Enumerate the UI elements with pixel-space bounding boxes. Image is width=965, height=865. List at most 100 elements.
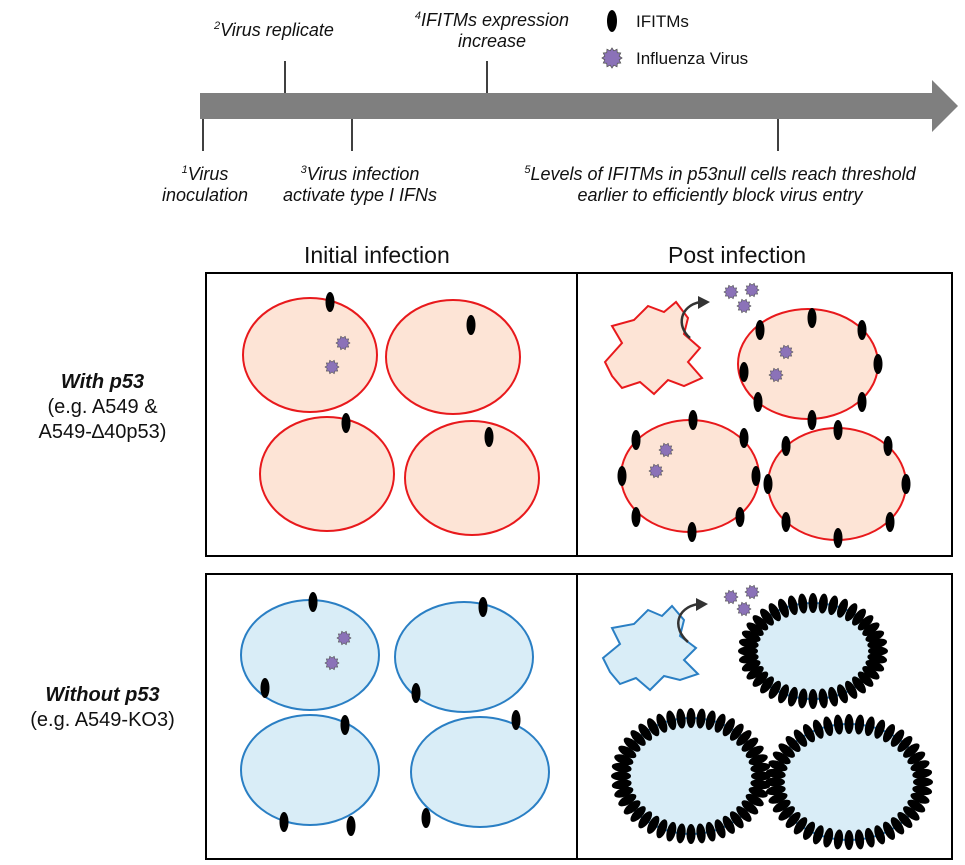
with-p53-heading: With p53 <box>60 371 145 393</box>
ifitm-marker <box>864 827 875 848</box>
ifitm-marker <box>852 676 866 694</box>
ifitm-marker <box>755 320 765 340</box>
step-2-label: 2Virus replicate <box>214 20 334 40</box>
ifitm-marker <box>772 799 791 813</box>
ifitm-marker <box>882 724 896 743</box>
cell-without-initial-3 <box>240 714 380 826</box>
row-title-with-p53: With p53 (e.g. A549 & A549-∆40p53) <box>0 370 205 445</box>
ifitm-marker <box>890 729 905 747</box>
ifitm-marker <box>857 320 867 340</box>
ifitm-marker <box>874 719 886 739</box>
ifitm-marker <box>837 684 848 704</box>
step-5-label: 5Levels of IFITMs in p53null cells reach… <box>524 164 916 205</box>
ifitm-marker <box>729 811 744 829</box>
virus-particle <box>736 298 752 314</box>
step-3-label: 3Virus infection activate type I IFNs <box>282 164 438 205</box>
virus-particle <box>744 584 760 600</box>
ifitm-marker <box>686 824 696 844</box>
virus-particle <box>335 335 351 351</box>
cell-without-initial-4 <box>410 716 550 828</box>
ifitm-marker <box>686 708 696 728</box>
ifitm-marker <box>897 735 913 753</box>
panel-with-p53 <box>205 272 953 557</box>
ifitm-marker <box>260 678 270 698</box>
ifitm-marker <box>346 816 356 836</box>
virus-particle <box>744 282 760 298</box>
ifitm-marker <box>873 354 883 374</box>
legend-virus-icon <box>601 47 623 69</box>
ifitm-marker <box>897 811 913 829</box>
virus-particle <box>736 601 752 617</box>
ifitm-marker <box>844 714 854 734</box>
ifitm-marker <box>807 308 817 328</box>
virus-particle <box>658 442 674 458</box>
ifitm-marker <box>325 292 335 312</box>
ifitm-marker <box>903 806 920 821</box>
virus-particle <box>324 655 340 671</box>
legend-ifitm-icon <box>607 10 617 32</box>
ifitm-marker <box>466 315 476 335</box>
ifitm-marker <box>751 771 771 781</box>
virus-particle <box>768 367 784 383</box>
ifitm-marker <box>793 729 808 747</box>
dying-cell-without <box>601 604 700 692</box>
cell-without-initial-2 <box>394 601 534 713</box>
ifitm-marker <box>688 410 698 430</box>
ifitm-marker <box>787 595 798 616</box>
ifitm-marker <box>631 507 641 527</box>
ifitm-marker <box>656 819 668 839</box>
virus-particle <box>324 359 340 375</box>
step-4-label: 4IFITMs expression increase <box>414 10 570 51</box>
ifitm-marker <box>868 646 888 656</box>
ifitm-marker <box>714 713 726 733</box>
ifitm-marker <box>760 676 774 694</box>
legend-virus-label: Influenza Virus <box>636 49 749 68</box>
ifitm-marker <box>614 786 634 798</box>
cell-with-initial-3 <box>259 416 395 532</box>
ifitm-marker <box>874 825 886 845</box>
ifitm-marker <box>910 760 930 772</box>
ifitm-marker <box>823 716 834 737</box>
ifitm-marker <box>611 779 632 790</box>
virus-particle <box>336 630 352 646</box>
step-1-label: 1Virus inoculation <box>161 164 249 205</box>
without-p53-heading: Without p53 <box>45 684 160 706</box>
ifitm-marker <box>631 430 641 450</box>
column-title-post: Post infection <box>668 242 807 268</box>
ifitm-marker <box>903 743 920 758</box>
ifitm-marker <box>763 474 773 494</box>
ifitm-marker <box>828 595 839 616</box>
ifitm-marker <box>833 528 843 548</box>
ifitm-marker <box>787 686 798 707</box>
ifitm-marker <box>478 597 488 617</box>
cell-with-initial-1 <box>242 297 378 413</box>
ifitm-marker <box>768 603 781 622</box>
ifitm-marker <box>912 785 933 796</box>
ifitm-marker <box>808 593 818 613</box>
ifitm-marker <box>666 821 677 842</box>
ifitm-marker <box>746 622 764 636</box>
ifitm-marker <box>865 630 885 642</box>
virus-release-arrow <box>680 300 701 339</box>
ifitm-marker <box>778 743 795 758</box>
ifitm-marker <box>844 830 854 850</box>
ifitm-marker <box>802 821 816 840</box>
ifitm-marker <box>647 718 660 737</box>
ifitm-marker <box>638 723 653 741</box>
ifitm-marker <box>765 777 785 787</box>
ifitm-marker <box>696 823 706 844</box>
ifitm-marker <box>781 436 791 456</box>
ifitm-marker <box>807 410 817 430</box>
ifitm-marker <box>623 737 641 752</box>
ifitm-marker <box>714 819 726 839</box>
ifitm-marker <box>735 507 745 527</box>
row-title-without-p53: Without p53 (e.g. A549-KO3) <box>0 683 205 733</box>
ifitm-marker <box>741 660 761 672</box>
with-p53-example-1: (e.g. A549 & <box>47 396 158 418</box>
ifitm-marker <box>638 811 653 829</box>
ifitm-marker <box>785 735 801 753</box>
with-p53-example-2: A549-∆40p53) <box>38 421 167 443</box>
ifitm-marker <box>862 622 880 636</box>
ifitm-marker <box>656 713 668 733</box>
ifitm-marker <box>833 829 844 850</box>
